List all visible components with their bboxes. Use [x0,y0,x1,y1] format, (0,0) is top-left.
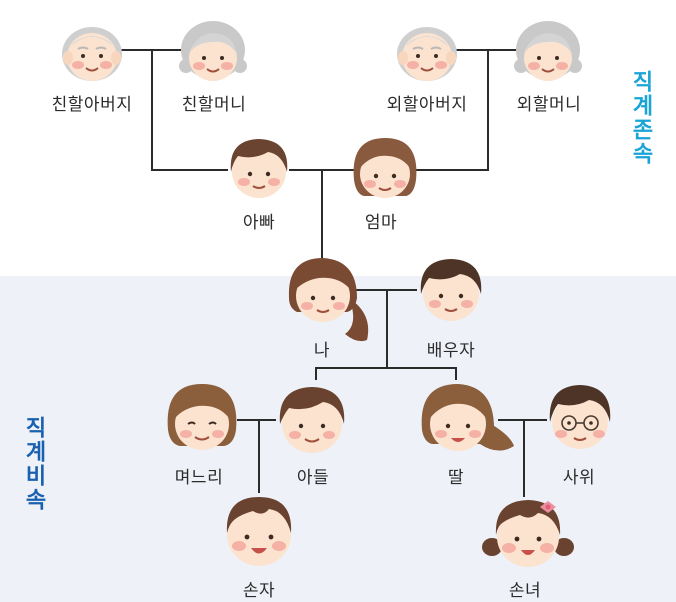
descendants-side-label: 직계비속 [21,416,46,512]
daughter-label: 딸 [447,468,465,488]
spouse-label: 배우자 [426,341,476,361]
maternal-grandmother-face-icon [514,21,582,81]
paternal-grandmother-face-icon [179,21,247,81]
son-label: 아들 [296,468,330,488]
me-face-icon [288,258,369,342]
paternal-grandfather-label: 친할아버지 [51,95,133,115]
maternal-grandfather-label: 외할아버지 [386,95,468,115]
grandson-label: 손자 [242,581,276,601]
daughter-in-law-face-icon [167,384,237,450]
maternal-grandfather-face-icon [397,27,457,81]
son-in-law-label: 사위 [562,468,596,488]
me-label: 나 [313,341,331,361]
paternal-grandfather-face-icon [62,27,122,81]
granddaughter-face-icon [482,500,574,567]
father-face-icon [230,139,288,198]
paternal-grandmother-label: 친할머니 [181,95,247,115]
father-label: 아빠 [242,213,276,233]
spouse-face-icon [420,259,482,321]
grandson-face-icon [226,497,292,566]
granddaughter-label: 손녀 [508,581,542,601]
daughter-in-law-label: 며느리 [174,468,224,488]
paternal-to-father-line [151,50,228,171]
maternal-to-mother-line [414,50,489,171]
mother-label: 엄마 [364,213,398,233]
maternal-grandmother-label: 외할머니 [516,95,582,115]
ascendants-side-label: 직계존속 [628,70,653,166]
children-bracket [315,367,457,380]
son-in-law-face-icon [549,385,611,449]
son-face-icon [279,387,345,453]
daughter-face-icon [421,384,514,451]
mother-face-icon [353,138,417,198]
